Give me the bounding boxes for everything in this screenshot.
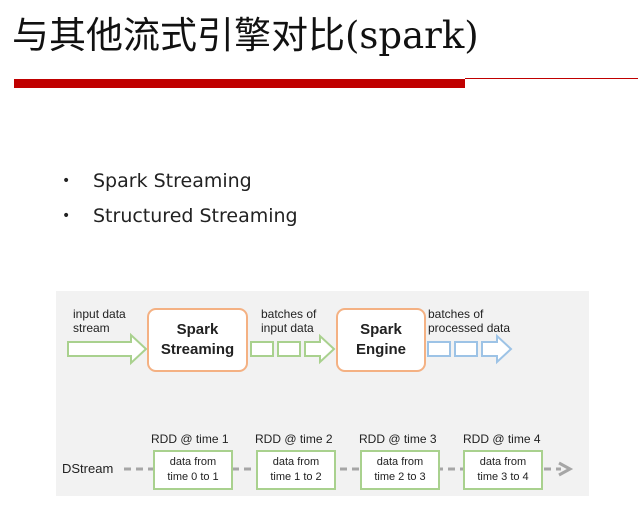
input-batch-icon <box>277 341 301 357</box>
dstream-arrowhead-icon <box>558 461 574 477</box>
rdd-title: RDD @ time 2 <box>255 432 333 446</box>
processed-batch-arrow-icon <box>481 333 513 365</box>
slide-title: 与其他流式引擎对比(spark) <box>12 14 479 57</box>
bullet-text: Spark Streaming <box>93 170 252 192</box>
processed-batch-icon <box>454 341 478 357</box>
bullet-text: Structured Streaming <box>93 205 298 227</box>
rdd-title: RDD @ time 4 <box>463 432 541 446</box>
rdd-title: RDD @ time 1 <box>151 432 229 446</box>
rdd-title: RDD @ time 3 <box>359 432 437 446</box>
input-batch-icon <box>250 341 274 357</box>
bullet-item: • Spark Streaming <box>62 164 298 199</box>
dstream-label: DStream <box>62 461 114 476</box>
bullet-dot-icon: • <box>62 208 71 224</box>
input-batch-arrow-icon <box>304 333 336 365</box>
bullet-list: • Spark Streaming • Structured Streaming <box>62 164 298 234</box>
input-stream-arrow-icon <box>67 332 148 366</box>
processed-batch-icon <box>427 341 451 357</box>
title-underline-bar <box>14 79 465 88</box>
title-underline-thin <box>465 78 638 79</box>
bullet-item: • Structured Streaming <box>62 199 298 234</box>
bullet-dot-icon: • <box>62 173 71 189</box>
